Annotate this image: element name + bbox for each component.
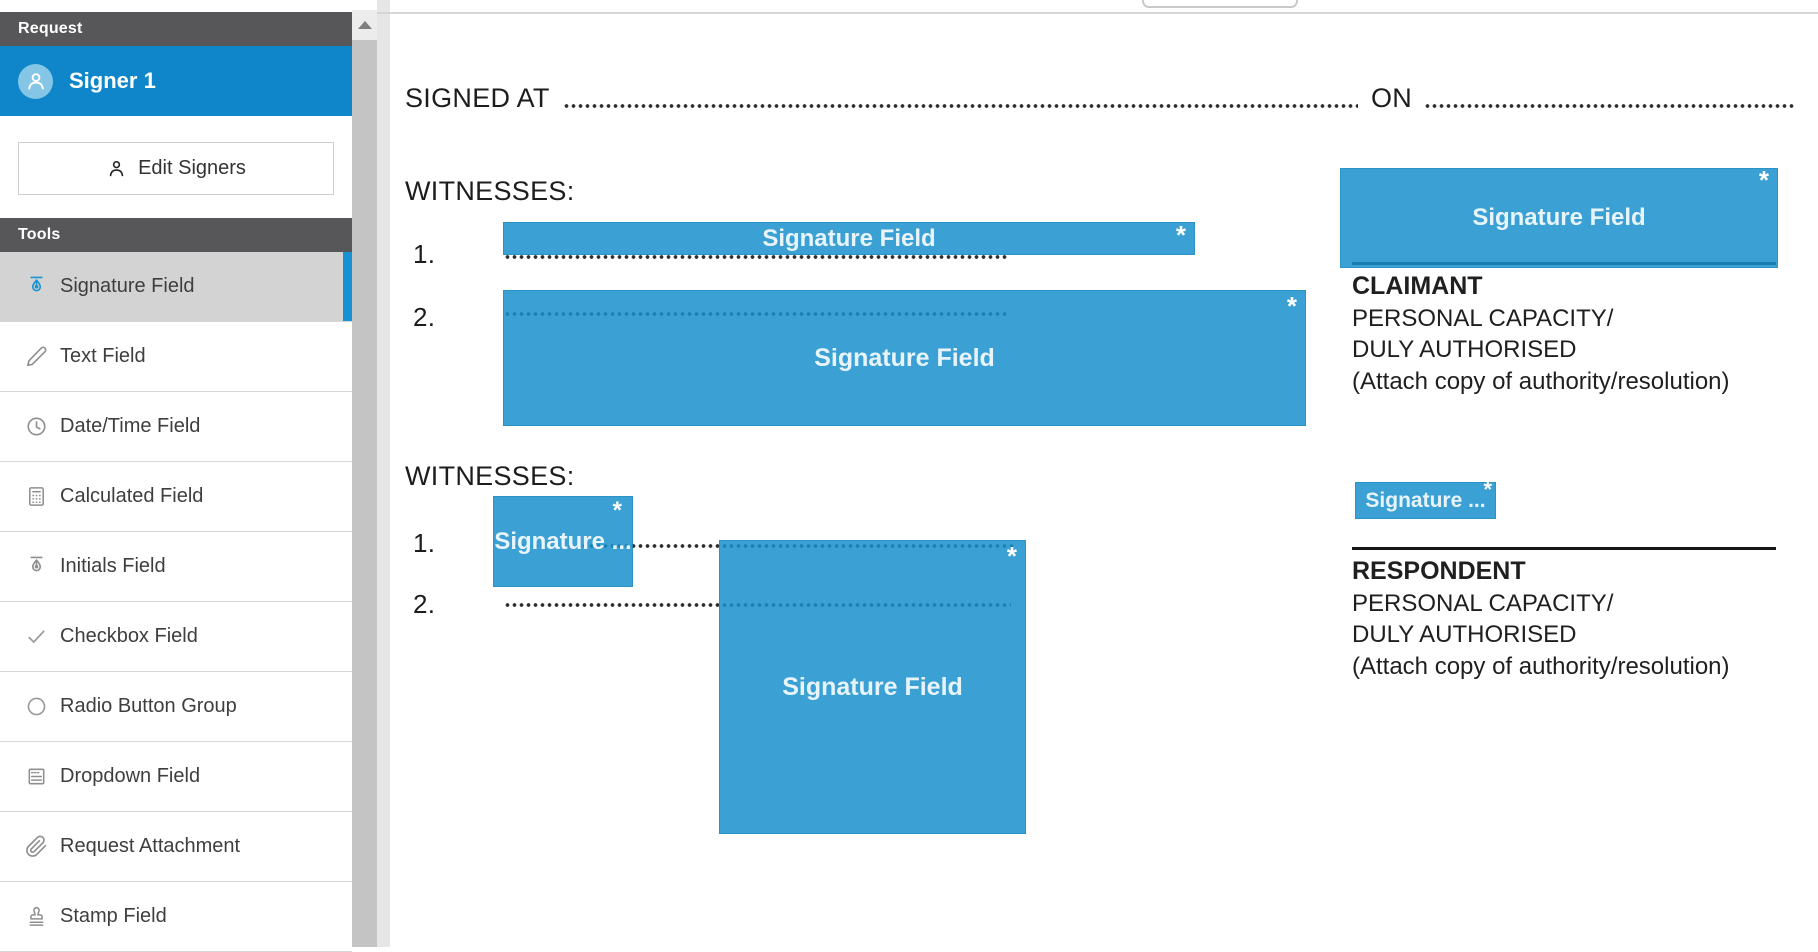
tool-stamp-field[interactable]: Stamp Field bbox=[0, 882, 352, 952]
claimant-block: CLAIMANT PERSONAL CAPACITY/ DULY AUTHORI… bbox=[1352, 270, 1730, 397]
witness-number: 1. bbox=[413, 239, 436, 269]
required-asterisk: * bbox=[612, 497, 622, 524]
tool-label: Initials Field bbox=[60, 555, 166, 577]
tool-label: Radio Button Group bbox=[60, 695, 237, 717]
signature-field-overlay[interactable]: Signature ... * bbox=[493, 496, 633, 587]
signature-field-label: Signature ... bbox=[1365, 488, 1486, 512]
signer-item[interactable]: Signer 1 bbox=[0, 46, 352, 116]
respondent-block: RESPONDENT PERSONAL CAPACITY/ DULY AUTHO… bbox=[1352, 555, 1730, 682]
tool-checkbox-field[interactable]: Checkbox Field bbox=[0, 602, 352, 672]
tool-label: Dropdown Field bbox=[60, 765, 201, 787]
signature-field-label: Signature ... bbox=[494, 527, 632, 555]
signature-field-label: Signature Field bbox=[814, 343, 995, 372]
scroll-up-button[interactable] bbox=[352, 10, 377, 40]
tool-label: Stamp Field bbox=[60, 905, 167, 927]
witnesses-heading: WITNESSES: bbox=[405, 461, 575, 491]
signature-line bbox=[1352, 547, 1776, 550]
tool-label: Checkbox Field bbox=[60, 625, 198, 647]
required-asterisk: * bbox=[1758, 165, 1769, 195]
signature-field-overlay[interactable]: Signature Field * bbox=[719, 540, 1026, 834]
pen-nib-icon bbox=[25, 555, 48, 578]
tool-label: Date/Time Field bbox=[60, 415, 201, 437]
clock-icon bbox=[25, 415, 48, 438]
request-header: Request bbox=[0, 12, 352, 46]
required-asterisk: * bbox=[1006, 541, 1017, 571]
edit-signers-wrap: Edit Signers bbox=[0, 116, 352, 195]
witness-number: 2. bbox=[413, 302, 436, 332]
required-asterisk: * bbox=[1483, 477, 1492, 502]
signature-field-label: Signature Field bbox=[1472, 204, 1646, 231]
party-name: RESPONDENT bbox=[1352, 557, 1526, 585]
required-asterisk: * bbox=[1286, 291, 1297, 321]
dotted-line bbox=[1424, 104, 1796, 108]
tools-header: Tools bbox=[0, 218, 352, 252]
selected-accent-bar bbox=[343, 252, 352, 321]
required-asterisk: * bbox=[1175, 220, 1186, 250]
dotted-line bbox=[563, 104, 1358, 108]
tool-label: Text Field bbox=[60, 345, 146, 367]
dotted-line bbox=[504, 255, 1009, 259]
tool-text-field[interactable]: Text Field bbox=[0, 322, 352, 392]
top-divider bbox=[377, 12, 1818, 14]
tool-label: Calculated Field bbox=[60, 485, 204, 507]
edit-signers-label: Edit Signers bbox=[138, 157, 246, 179]
party-line: (Attach copy of authority/resolution) bbox=[1352, 652, 1730, 680]
party-line: DULY AUTHORISED bbox=[1352, 621, 1577, 649]
circle-icon bbox=[25, 695, 48, 718]
party-line: PERSONAL CAPACITY/ bbox=[1352, 590, 1614, 617]
tools-header-label: Tools bbox=[18, 226, 61, 243]
document-page: SIGNED AT ON WITNESSES: 1. 2. Signature … bbox=[377, 0, 1818, 947]
stamp-icon bbox=[25, 905, 48, 928]
tool-initials-field[interactable]: Initials Field bbox=[0, 532, 352, 602]
list-icon bbox=[25, 765, 48, 788]
signature-field-overlay[interactable]: Signature Field * bbox=[503, 222, 1195, 255]
tool-signature-field[interactable]: Signature Field bbox=[0, 252, 352, 322]
cropped-toolbar-button[interactable] bbox=[1142, 0, 1298, 8]
witness-number: 2. bbox=[413, 589, 436, 619]
tool-request-attachment[interactable]: Request Attachment bbox=[0, 812, 352, 882]
signer-avatar-icon bbox=[18, 63, 53, 99]
tool-datetime-field[interactable]: Date/Time Field bbox=[0, 392, 352, 462]
check-icon bbox=[25, 625, 48, 648]
pen-nib-icon bbox=[25, 275, 48, 298]
tool-label: Signature Field bbox=[60, 275, 195, 297]
request-header-label: Request bbox=[18, 20, 83, 37]
sidebar: Request Signer 1 Edit Signers Tools bbox=[0, 0, 352, 952]
calculator-icon bbox=[25, 485, 48, 508]
paperclip-icon bbox=[25, 835, 48, 858]
sidebar-scrollbar[interactable] bbox=[352, 10, 377, 947]
edit-signers-button[interactable]: Edit Signers bbox=[18, 142, 334, 195]
party-line: (Attach copy of authority/resolution) bbox=[1352, 367, 1730, 395]
witness-number: 1. bbox=[413, 528, 436, 558]
on-label: ON bbox=[1371, 83, 1413, 113]
signature-field-overlay[interactable]: Signature Field * bbox=[1340, 165, 1778, 268]
party-line: DULY AUTHORISED bbox=[1352, 336, 1577, 364]
party-line: PERSONAL CAPACITY/ bbox=[1352, 305, 1614, 332]
tool-label: Request Attachment bbox=[60, 835, 241, 857]
signature-field-label: Signature Field bbox=[762, 224, 936, 252]
signature-field-overlay[interactable]: Signature Field * bbox=[503, 290, 1306, 426]
tool-calculated-field[interactable]: Calculated Field bbox=[0, 462, 352, 532]
page-edge bbox=[377, 0, 390, 947]
party-name: CLAIMANT bbox=[1352, 272, 1483, 300]
signer-name-label: Signer 1 bbox=[69, 68, 156, 93]
signature-field-overlay[interactable]: Signature ... * bbox=[1355, 477, 1496, 519]
witnesses-heading: WITNESSES: bbox=[405, 176, 575, 206]
person-icon bbox=[106, 158, 127, 179]
tool-radio-button-group[interactable]: Radio Button Group bbox=[0, 672, 352, 742]
chevron-up-icon bbox=[357, 21, 372, 29]
tool-dropdown-field[interactable]: Dropdown Field bbox=[0, 742, 352, 812]
signature-field-label: Signature Field bbox=[782, 672, 963, 701]
signed-at-label: SIGNED AT bbox=[405, 83, 550, 113]
pencil-icon bbox=[25, 345, 48, 368]
